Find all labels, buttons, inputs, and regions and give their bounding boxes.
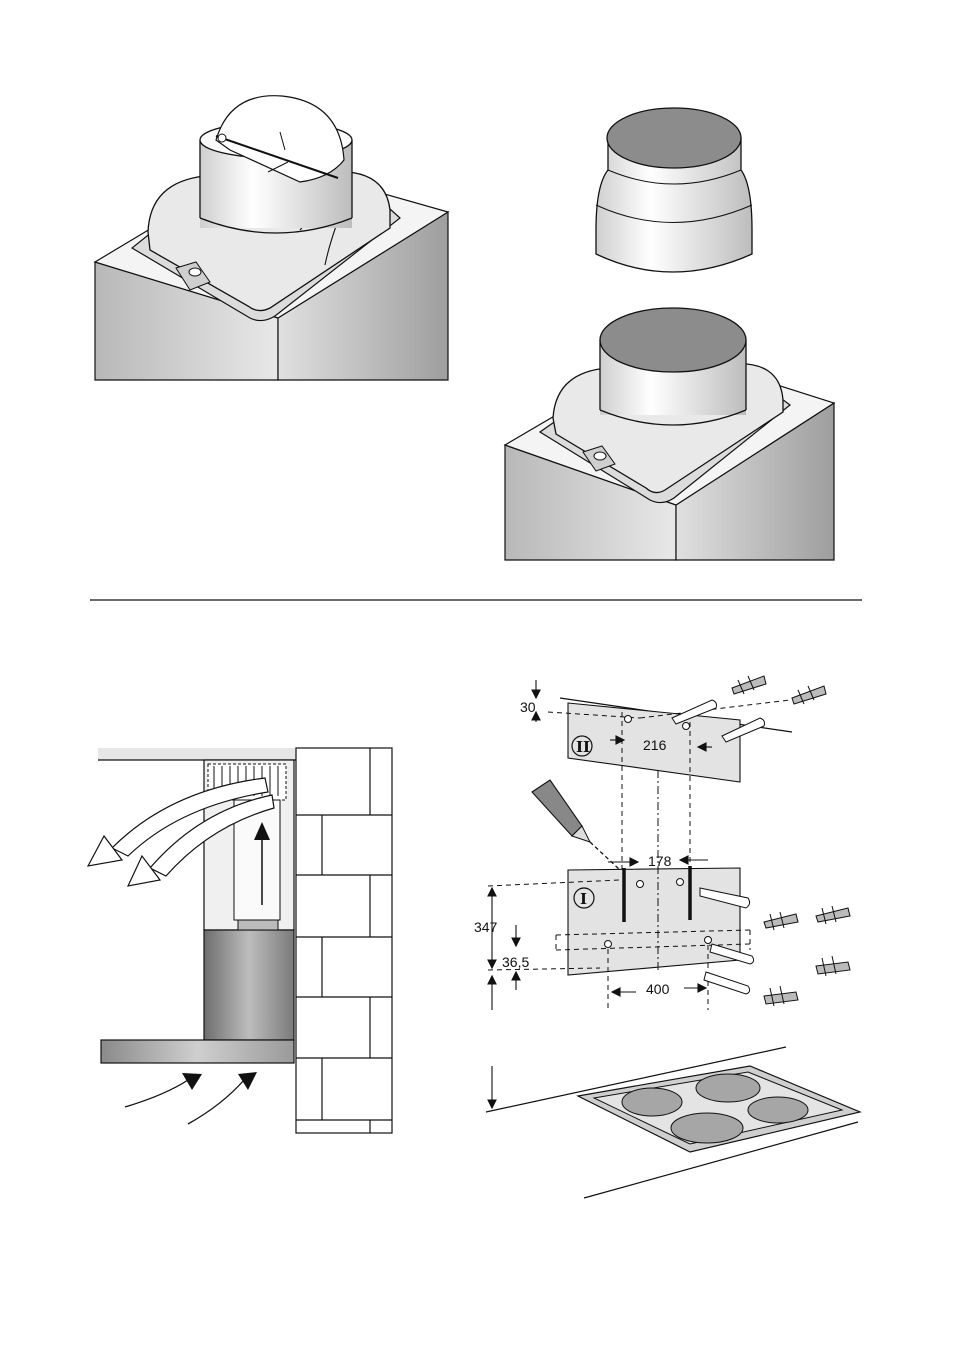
dim-lower-offset: 36,5 [502, 954, 529, 970]
dim-top-offset: 30 [520, 699, 536, 715]
recirculation-diagram [88, 748, 392, 1133]
brick-wall [296, 748, 392, 1133]
damper-duct-assembly [95, 96, 448, 380]
plate-mark-lower: I [580, 890, 587, 908]
dim-height-to-hob: 347 [474, 919, 498, 935]
dim-upper-spacing: 216 [643, 737, 667, 753]
dim-lower-width: 400 [646, 981, 670, 997]
airflow-in-arrow-icon [125, 1073, 202, 1107]
reducer-duct-assembly [505, 108, 834, 560]
hob [486, 1047, 860, 1198]
pencil-icon [532, 780, 620, 870]
mounting-dimension-diagram: II I 30 216 178 347 36,5 400 [474, 676, 860, 1198]
dim-lower-spacing: 178 [648, 853, 672, 869]
